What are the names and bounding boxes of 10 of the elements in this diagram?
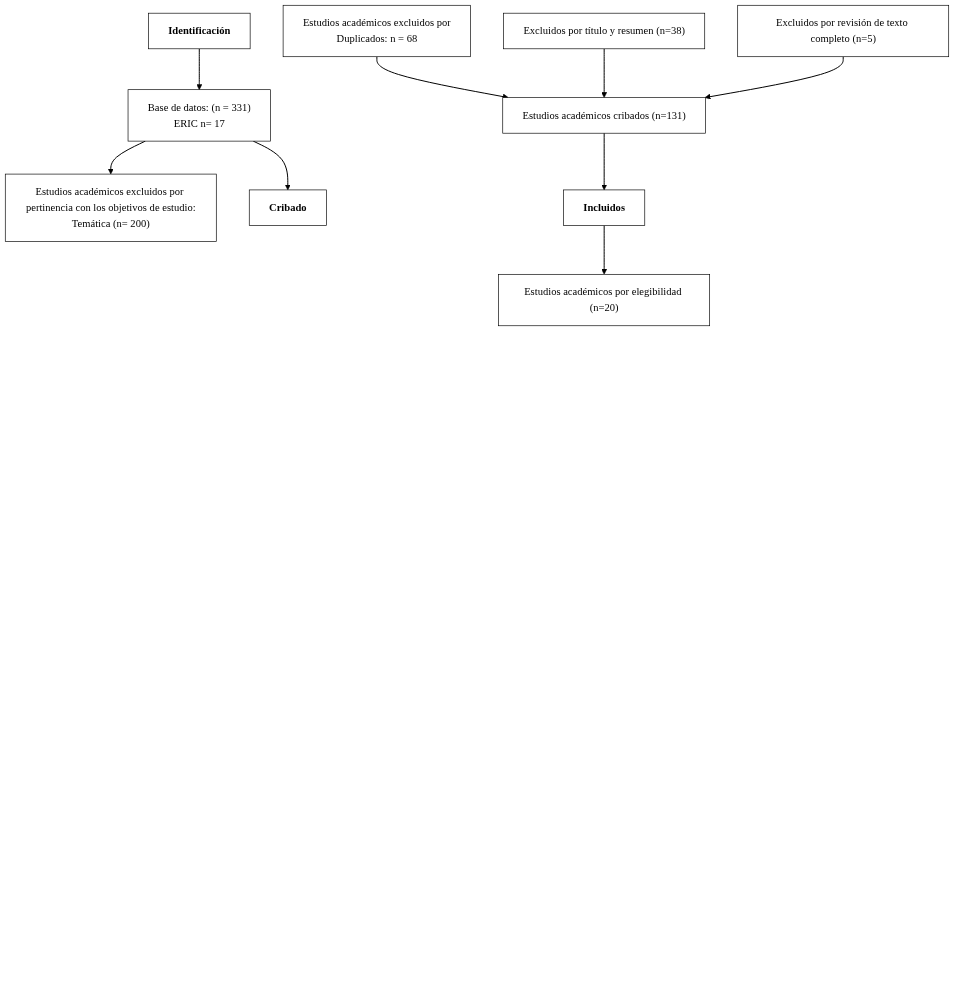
node-box: Excluidos por revisión de texto completo (n=5) <box>737 4 950 58</box>
node-box: Estudios académicos cribados (n=131) <box>502 97 706 134</box>
node-box: Estudios académicos excluidos por Duplicados: n = 68 <box>282 4 471 58</box>
node-box: Incluidos <box>563 189 646 226</box>
node-box: Base de datos: (n = 331) ERIC n= 17 <box>127 89 271 142</box>
node-box: Estudios académicos por elegibilidad (n=20) <box>498 274 710 327</box>
node-box: Cribado <box>248 189 327 226</box>
node-box: Estudios académicos excluidos por pertinencia con los objetivos de estudio: Temática (n= 200) <box>4 173 217 242</box>
node-box: Identificación <box>148 12 251 50</box>
node-box: Excluidos por título y resumen (n=38) <box>503 12 706 50</box>
